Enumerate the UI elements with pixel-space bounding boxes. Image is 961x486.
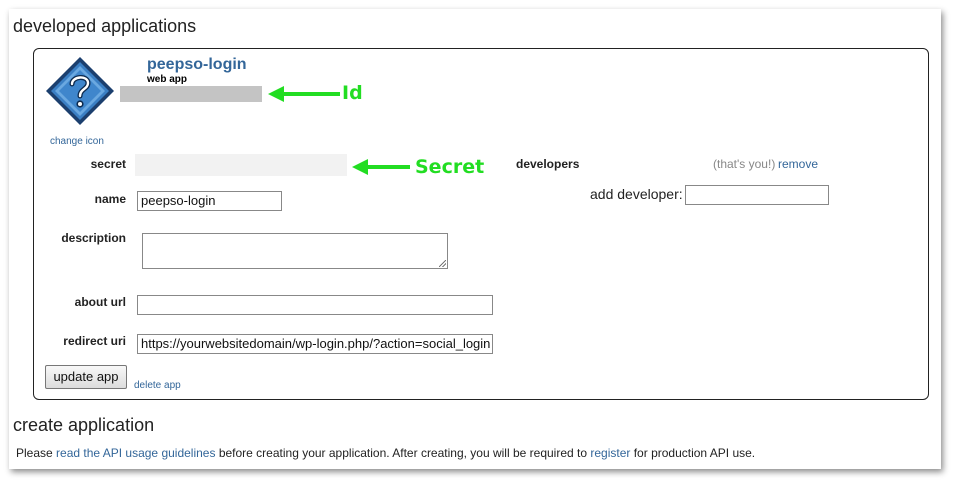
secret-label: secret — [90, 157, 126, 171]
developers-heading: developers — [516, 157, 580, 171]
change-icon-link[interactable]: change icon — [50, 136, 104, 147]
secret-value-redacted — [135, 154, 347, 176]
note-text-2: before creating your application. After … — [215, 446, 591, 460]
create-application-heading: create application — [13, 415, 155, 435]
secret-annotation: Secret — [415, 156, 485, 178]
description-textarea[interactable] — [142, 233, 448, 269]
about-url-label: about url — [74, 295, 126, 309]
id-annotation: Id — [342, 82, 363, 104]
name-input[interactable]: peepso-login — [137, 191, 282, 211]
page: developed applications peepso-login web … — [9, 9, 941, 469]
resize-handle-icon[interactable] — [439, 260, 446, 267]
name-label: name — [94, 192, 126, 206]
delete-app-link[interactable]: delete app — [134, 380, 181, 391]
about-url-input[interactable] — [137, 295, 493, 315]
arrow-left-icon — [266, 84, 342, 104]
api-guidelines-link[interactable]: read the API usage guidelines — [56, 446, 216, 460]
redirect-uri-label: redirect uri — [63, 334, 126, 348]
register-link[interactable]: register — [590, 446, 631, 460]
app-id-value-redacted — [120, 86, 262, 102]
add-developer-label: add developer: — [590, 186, 683, 202]
arrow-left-icon — [350, 157, 412, 177]
note-text-1: Please — [16, 446, 57, 460]
developer-you-text: (that's you!) — [713, 157, 776, 171]
description-label: description — [61, 231, 126, 245]
redirect-uri-input[interactable]: https://yourwebsitedomain/wp-login.php/?… — [137, 334, 493, 354]
create-application-note: Please read the API usage guidelines bef… — [16, 446, 755, 460]
note-text-3: for production API use. — [630, 446, 756, 460]
developed-applications-heading: developed applications — [13, 16, 197, 36]
app-type: web app — [147, 74, 188, 85]
app-name: peepso-login — [147, 56, 247, 73]
app-card: peepso-login web app change icon Id secr… — [33, 48, 929, 400]
add-developer-input[interactable] — [685, 185, 829, 205]
update-app-button[interactable]: update app — [45, 365, 127, 389]
question-mark-diamond-icon[interactable] — [44, 55, 116, 127]
remove-developer-link[interactable]: remove — [778, 157, 819, 171]
